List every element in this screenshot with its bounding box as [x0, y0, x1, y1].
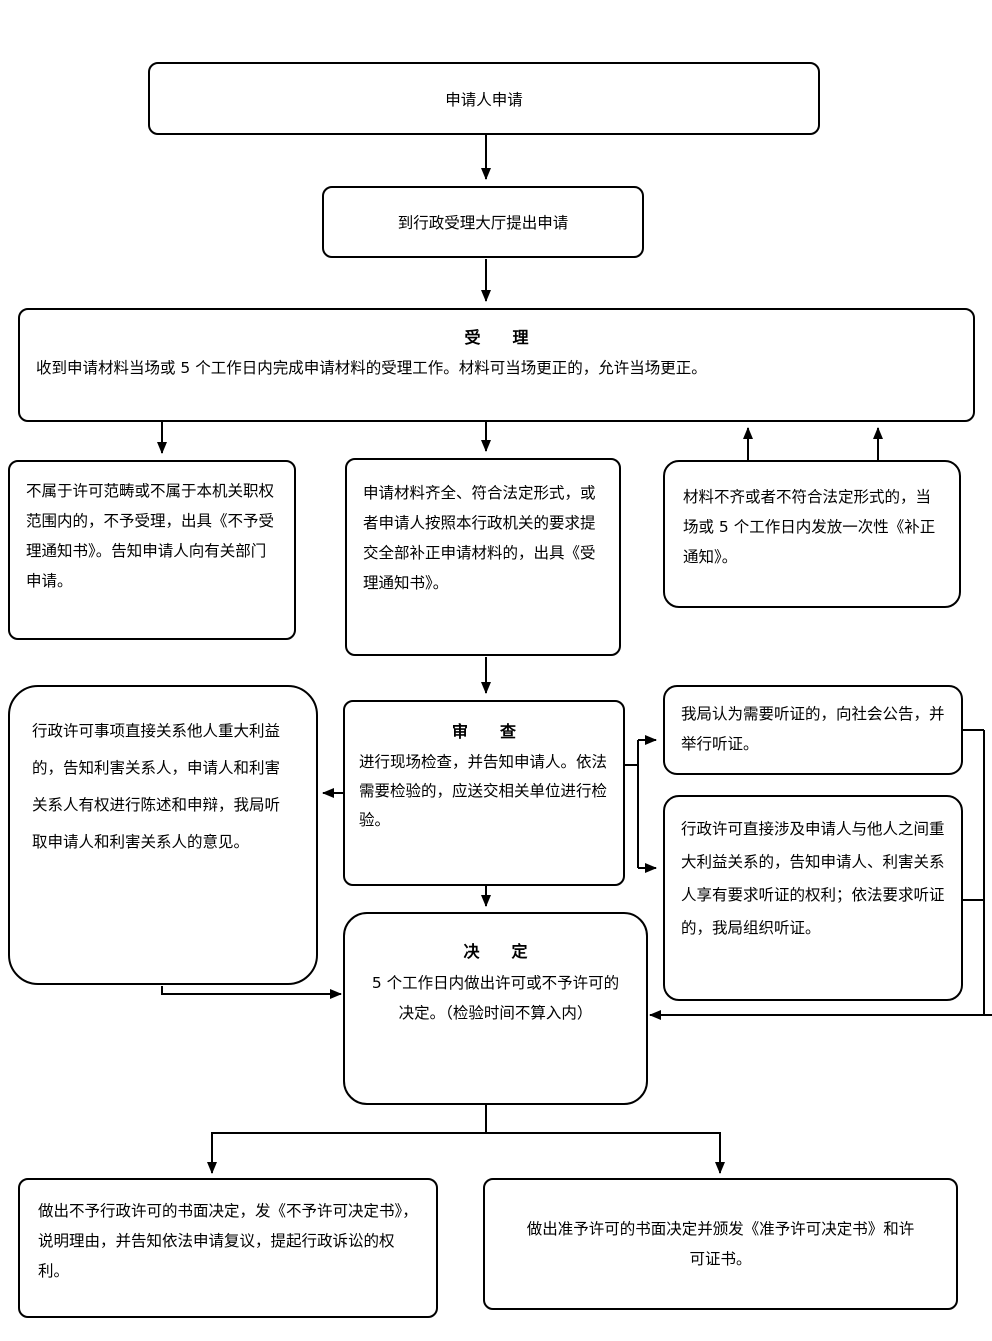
- node-hall-label: 到行政受理大厅提出申请: [397, 214, 569, 232]
- node-deny-label: 做出不予行政许可的书面决定，发《不予许可决定书》，说明理由，并告知依法申请复议，…: [38, 1202, 418, 1280]
- node-accept: 受 理 收到申请材料当场或 5 个工作日内完成申请材料的受理工作。材料可当场更正…: [18, 308, 975, 422]
- node-decision-title: 决 定: [463, 942, 528, 961]
- node-hearing-rights-label: 行政许可直接涉及申请人与他人之间重大利益关系的，告知申请人、利害关系人享有要求听…: [681, 820, 945, 937]
- node-grant-label: 做出准予许可的书面决定并颁发《准予许可决定书》和许可证书。: [526, 1220, 915, 1268]
- node-incomplete: 材料不齐或者不符合法定形式的，当场或 5 个工作日内发放一次性《补正通知》。: [663, 460, 961, 608]
- node-decision: 决 定 5 个工作日内做出许可或不予许可的决定。（检验时间不算入内）: [343, 912, 648, 1105]
- node-grant: 做出准予许可的书面决定并颁发《准予许可决定书》和许可证书。: [483, 1178, 958, 1310]
- node-complete-label: 申请材料齐全、符合法定形式，或者申请人按照本行政机关的要求提交全部补正申请材料的…: [363, 484, 596, 592]
- node-hearing-public: 我局认为需要听证的，向社会公告，并举行听证。: [663, 685, 963, 775]
- node-reject-scope: 不属于许可范畴或不属于本机关职权范围内的，不予受理，出具《不予受理通知书》。告知…: [8, 460, 296, 640]
- node-decision-body: 5 个工作日内做出许可或不予许可的决定。（检验时间不算入内）: [371, 974, 620, 1022]
- node-review-body: 进行现场检查，并告知申请人。依法需要检验的，应送交相关单位进行检验。: [359, 753, 608, 829]
- node-deny: 做出不予行政许可的书面决定，发《不予许可决定书》，说明理由，并告知依法申请复议，…: [18, 1178, 438, 1318]
- node-review-title: 审 查: [451, 722, 516, 741]
- node-review: 审 查 进行现场检查，并告知申请人。依法需要检验的，应送交相关单位进行检验。: [343, 700, 625, 886]
- node-reject-scope-label: 不属于许可范畴或不属于本机关职权范围内的，不予受理，出具《不予受理通知书》。告知…: [26, 482, 275, 590]
- node-applicant: 申请人申请: [148, 62, 820, 135]
- node-hearing-rights: 行政许可直接涉及申请人与他人之间重大利益关系的，告知申请人、利害关系人享有要求听…: [663, 795, 963, 1001]
- node-hall: 到行政受理大厅提出申请: [322, 186, 644, 258]
- node-complete: 申请材料齐全、符合法定形式，或者申请人按照本行政机关的要求提交全部补正申请材料的…: [345, 458, 621, 656]
- arrow-stakeholders-to-decision: [161, 986, 342, 999]
- node-stakeholders-label: 行政许可事项直接关系他人重大利益的，告知利害关系人，申请人和利害关系人有权进行陈…: [32, 722, 281, 851]
- node-accept-body: 收到申请材料当场或 5 个工作日内完成申请材料的受理工作。材料可当场更正的，允许…: [36, 359, 707, 377]
- node-stakeholders: 行政许可事项直接关系他人重大利益的，告知利害关系人，申请人和利害关系人有权进行陈…: [8, 685, 318, 985]
- node-incomplete-label: 材料不齐或者不符合法定形式的，当场或 5 个工作日内发放一次性《补正通知》。: [683, 488, 936, 566]
- node-accept-title: 受 理: [464, 328, 529, 347]
- node-hearing-public-label: 我局认为需要听证的，向社会公告，并举行听证。: [681, 705, 945, 753]
- node-applicant-label: 申请人申请: [445, 90, 523, 109]
